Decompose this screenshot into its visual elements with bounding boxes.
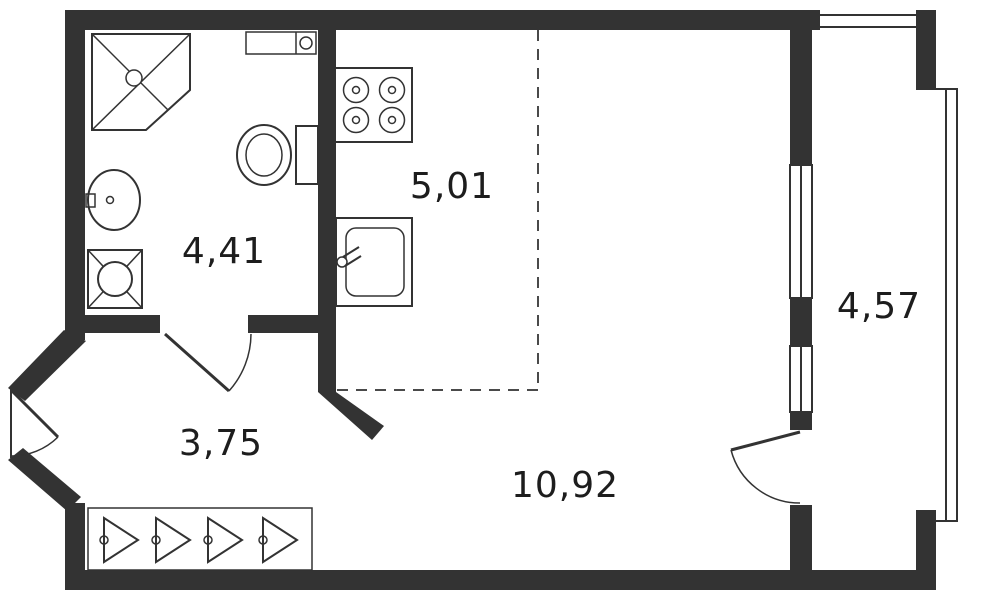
walls-group <box>8 10 936 590</box>
wall-balcony-door-stub <box>790 412 812 430</box>
kitchen-zone-boundary <box>336 30 539 391</box>
room-label-hallway: 3,75 <box>179 423 263 464</box>
entrance-door <box>9 388 60 458</box>
wall-hallway-right <box>318 333 336 392</box>
wall-balcony-mid-segment <box>790 298 812 346</box>
window-1 <box>789 164 813 299</box>
stove-icon <box>333 67 413 143</box>
room-label-bathroom: 4,41 <box>182 231 266 272</box>
washing-machine-icon <box>87 249 143 309</box>
room-label-kitchen: 5,01 <box>410 166 494 207</box>
pillar-bottom-right <box>916 510 936 570</box>
hanger-icon <box>203 516 244 564</box>
water-heater-box-icon <box>245 31 317 55</box>
room-label-living-room: 10,92 <box>511 465 619 506</box>
bathroom-sink-icon <box>85 169 141 231</box>
wall-top <box>65 10 820 30</box>
hanger-icon <box>151 516 192 564</box>
toilet-icon <box>236 124 319 186</box>
wall-hallway-chamfer <box>318 392 384 440</box>
wall-entry-chamfer-bottom <box>8 448 81 511</box>
wardrobe <box>87 507 313 571</box>
shower-icon <box>91 33 191 131</box>
wall-balcony-bottom-segment <box>790 505 812 570</box>
balcony-glazing <box>812 14 958 522</box>
wall-bath-bottom-left <box>85 315 160 333</box>
room-label-balcony: 4,57 <box>837 286 921 327</box>
bathroom-door <box>164 332 252 393</box>
pillar-top-right <box>916 10 936 90</box>
hanger-icon <box>99 516 140 564</box>
wall-left-lower <box>65 503 85 570</box>
wall-bath-kitchen-divider <box>318 30 336 333</box>
wall-bath-bottom-right <box>248 315 336 333</box>
wall-bottom <box>65 570 936 590</box>
balcony-door <box>730 430 801 504</box>
kitchen-sink-icon <box>335 217 413 307</box>
wall-balcony-top-segment <box>790 30 812 165</box>
window-2 <box>789 345 813 413</box>
wall-left-upper <box>65 10 85 340</box>
wall-entry-chamfer-top <box>8 330 86 401</box>
hanger-icon <box>258 516 299 564</box>
